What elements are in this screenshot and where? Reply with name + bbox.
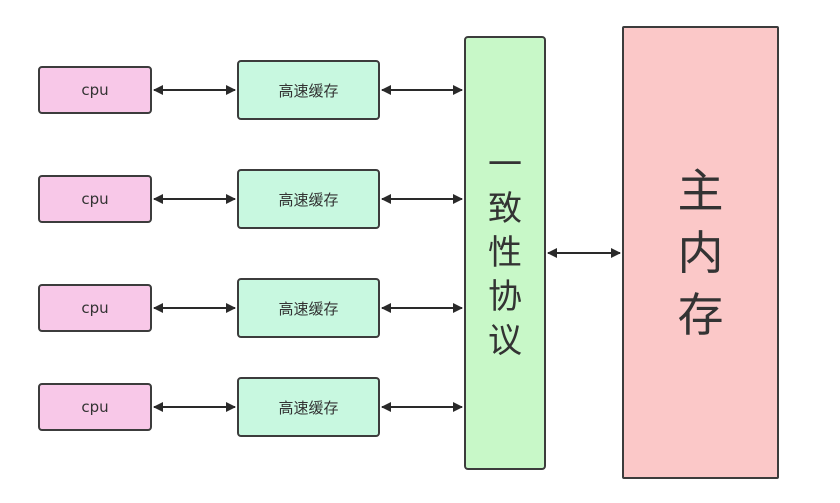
coherence-char: 协 <box>488 277 522 317</box>
cpu-label: cpu <box>81 81 109 99</box>
coherence-protocol-box: 一 致 性 协 议 <box>464 36 546 470</box>
memory-char: 主 <box>677 163 724 218</box>
cache-label: 高速缓存 <box>278 190 339 209</box>
coherence-char: 一 <box>488 145 522 185</box>
cpu-label: cpu <box>81 398 109 416</box>
cache-box-1: 高速缓存 <box>237 60 380 120</box>
coherence-char: 性 <box>488 233 522 273</box>
memory-char: 内 <box>677 225 724 280</box>
cache-box-3: 高速缓存 <box>237 278 380 338</box>
cache-label: 高速缓存 <box>278 299 339 318</box>
coherence-char: 致 <box>488 189 522 229</box>
cpu-label: cpu <box>81 190 109 208</box>
cpu-box-3: cpu <box>38 284 152 332</box>
memory-char: 存 <box>677 287 724 342</box>
cpu-label: cpu <box>81 299 109 317</box>
cache-label: 高速缓存 <box>278 398 339 417</box>
coherence-char: 议 <box>488 321 522 361</box>
cache-box-4: 高速缓存 <box>237 377 380 437</box>
cpu-box-4: cpu <box>38 383 152 431</box>
cpu-box-2: cpu <box>38 175 152 223</box>
cache-label: 高速缓存 <box>278 81 339 100</box>
main-memory-box: 主 内 存 <box>622 26 779 479</box>
cpu-box-1: cpu <box>38 66 152 114</box>
cache-box-2: 高速缓存 <box>237 169 380 229</box>
